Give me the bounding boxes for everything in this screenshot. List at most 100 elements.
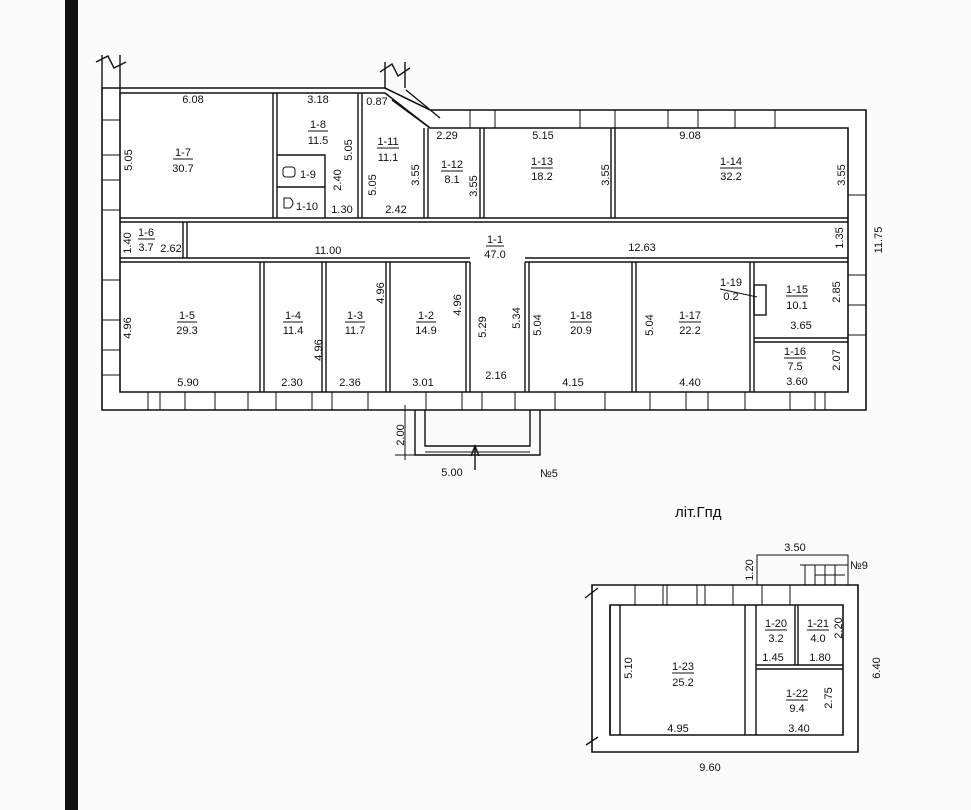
main-building-walls (95, 55, 867, 470)
dim: 5.10 (623, 657, 635, 678)
dim: 5.05 (123, 149, 135, 170)
svg-text:1-14: 1-14 (720, 156, 742, 168)
svg-text:1-21: 1-21 (807, 618, 829, 630)
svg-text:11.5: 11.5 (308, 135, 329, 147)
svg-text:32.2: 32.2 (720, 171, 741, 183)
svg-text:10.1: 10.1 (786, 300, 807, 312)
dim: 2.40 (332, 169, 344, 190)
entrance-label-main: №5 (540, 468, 558, 480)
dim: 2.20 (833, 617, 845, 638)
room-1-21: 1-21 4.0 (807, 618, 829, 645)
room-1-11: 1-11 11.1 (377, 136, 399, 164)
dim: 3.55 (600, 164, 612, 185)
dim: 3.55 (836, 164, 848, 185)
dim: 4.95 (667, 723, 688, 735)
dim: 4.96 (122, 317, 134, 338)
svg-text:1-1: 1-1 (487, 234, 503, 246)
svg-text:8.1: 8.1 (444, 174, 459, 186)
svg-text:1-23: 1-23 (672, 661, 694, 673)
dim: 0.87 (366, 96, 387, 108)
dim: 4.96 (375, 282, 387, 303)
dim: 1.35 (834, 227, 846, 248)
svg-text:1-4: 1-4 (285, 310, 301, 322)
dim: 5.04 (532, 314, 544, 335)
room-1-4: 1-411.4 (283, 310, 304, 337)
room-1-23: 1-23 25.2 (672, 661, 694, 689)
dim: 1.80 (809, 652, 830, 664)
room-1-22: 1-22 9.4 (786, 688, 808, 715)
lower-building-walls (584, 554, 859, 753)
svg-text:7.5: 7.5 (787, 361, 802, 373)
dim: 2.85 (831, 281, 843, 302)
dim: 3.01 (412, 377, 433, 389)
svg-text:1-22: 1-22 (786, 688, 808, 700)
svg-text:11.1: 11.1 (378, 152, 399, 164)
dim: 5.29 (477, 316, 489, 337)
svg-text:1-6: 1-6 (138, 227, 154, 239)
room-1-16: 1-16 7.5 (784, 346, 806, 373)
dim: 12.63 (628, 242, 656, 254)
room-1-20: 1-203.2 (765, 618, 787, 645)
dim: 11.75 (873, 227, 885, 254)
room-1-3: 1-311.7 (345, 310, 366, 337)
svg-text:1-17: 1-17 (679, 310, 701, 322)
dim: 3.65 (790, 320, 811, 332)
svg-text:1-12: 1-12 (441, 159, 463, 171)
room-1-7: 1-7 30.7 (172, 147, 193, 175)
dim: 4.96 (452, 294, 464, 315)
svg-text:9.4: 9.4 (789, 703, 804, 715)
dim: 4.40 (679, 377, 700, 389)
entrance-label-lower: №9 (850, 560, 868, 572)
svg-text:14.9: 14.9 (415, 325, 436, 337)
svg-text:1-18: 1-18 (570, 310, 592, 322)
dim: 3.50 (784, 542, 805, 554)
svg-text:3.7: 3.7 (138, 242, 153, 254)
dim: 1.30 (331, 204, 352, 216)
svg-text:4.0: 4.0 (810, 633, 825, 645)
svg-text:1-7: 1-7 (175, 147, 191, 159)
svg-text:30.7: 30.7 (172, 163, 193, 175)
svg-text:1-5: 1-5 (179, 310, 195, 322)
svg-text:3.2: 3.2 (768, 633, 783, 645)
svg-text:25.2: 25.2 (672, 677, 693, 689)
dim: 4.96 (313, 339, 325, 360)
svg-text:18.2: 18.2 (531, 171, 552, 183)
svg-text:47.0: 47.0 (484, 249, 505, 261)
dim: 2.16 (485, 370, 506, 382)
svg-text:1-19: 1-19 (720, 277, 742, 289)
svg-text:1-10: 1-10 (296, 201, 318, 213)
dimension-labels: 6.08 3.18 0.87 2.29 5.15 9.08 5.05 5.05 … (122, 94, 885, 774)
room-1-6: 1-63.7 (138, 227, 155, 254)
dim: 5.00 (441, 467, 462, 479)
room-1-5: 1-529.3 (176, 310, 197, 337)
dim: 2.36 (339, 377, 360, 389)
dim: 3.55 (410, 164, 422, 185)
dim: 2.00 (395, 424, 407, 445)
dim: 3.40 (788, 723, 809, 735)
svg-text:1-2: 1-2 (418, 310, 434, 322)
svg-text:1-16: 1-16 (784, 346, 806, 358)
room-1-10: 1-10 (296, 201, 318, 213)
dim: 3.18 (307, 94, 328, 106)
plan-title: літ.Гпд (675, 504, 722, 521)
dim: 1.40 (122, 232, 134, 253)
dim: 5.05 (367, 174, 379, 195)
toilet-icon (282, 166, 296, 178)
room-1-18: 1-18 20.9 (570, 310, 592, 337)
dim: 2.07 (831, 349, 843, 370)
room-1-15: 1-15 10.1 (786, 284, 808, 312)
dim: 11.00 (315, 245, 342, 257)
dim: 2.30 (281, 377, 302, 389)
svg-text:1-15: 1-15 (786, 284, 808, 296)
svg-text:20.9: 20.9 (570, 325, 591, 337)
svg-text:22.2: 22.2 (679, 325, 700, 337)
room-1-8: 1-811.5 (308, 119, 329, 147)
dim: 3.55 (468, 175, 480, 196)
svg-text:1-11: 1-11 (377, 136, 398, 148)
dim: 5.90 (177, 377, 198, 389)
room-1-19: 1-190.2 (719, 277, 758, 303)
room-1-12: 1-12 8.1 (441, 159, 463, 186)
